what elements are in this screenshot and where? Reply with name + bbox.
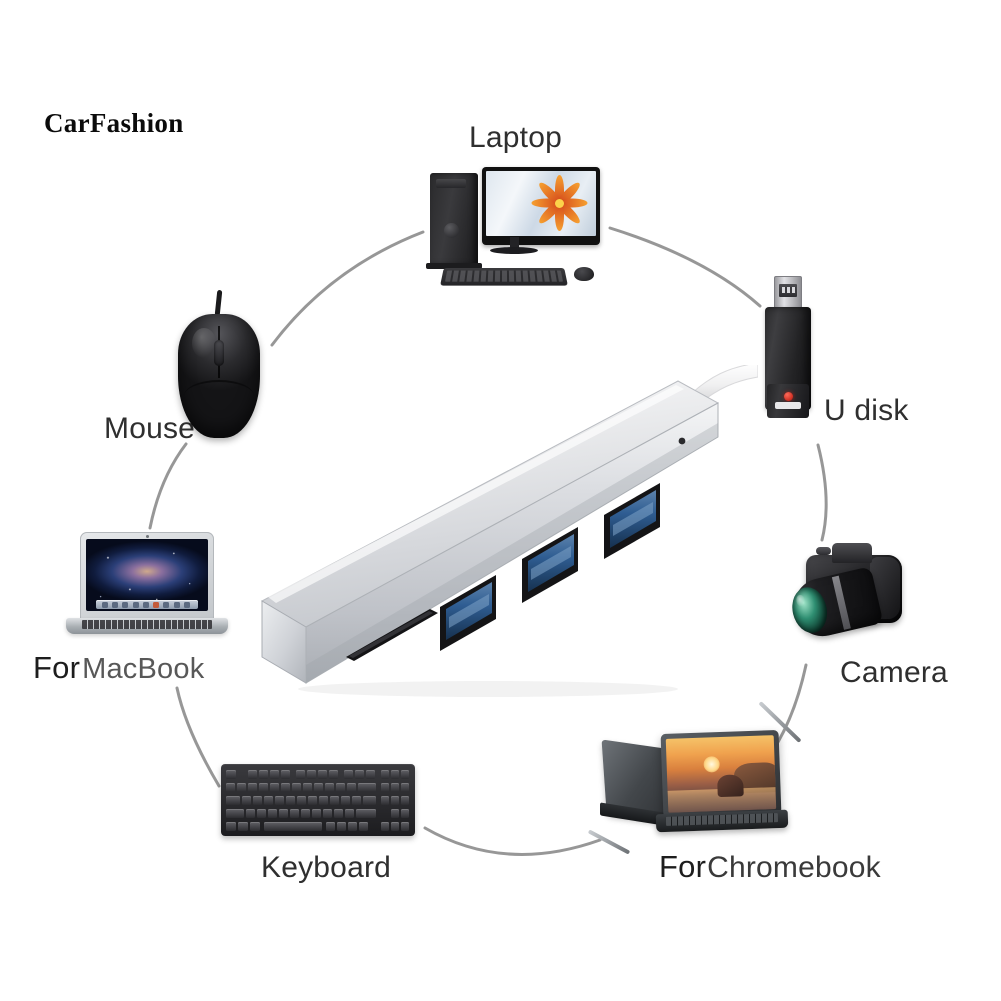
pc-wallpaper-flower <box>531 175 588 232</box>
macbook-webcam-icon <box>145 534 149 538</box>
label-laptop: Laptop <box>469 121 562 154</box>
camera-lens <box>787 566 884 642</box>
label-macbook-name: MacBook <box>82 653 205 685</box>
label-chromebook-prefix: For <box>659 849 707 884</box>
mouse-shell <box>178 314 260 438</box>
label-camera: Camera <box>840 656 948 689</box>
mouse-cable <box>214 289 223 317</box>
label-for-chromebook: ForChromebook <box>659 849 881 885</box>
dslr-camera-icon <box>787 533 916 645</box>
label-for-macbook: ForMacBook <box>33 650 204 686</box>
chromebook-screen <box>665 735 777 813</box>
camera-shutter-button <box>816 547 831 555</box>
pc-keyboard <box>440 267 568 286</box>
camera-viewfinder-hump <box>832 543 872 563</box>
hub-usb-c-cable <box>691 365 758 404</box>
usb-hub-product <box>248 365 758 705</box>
arc-udisk-camera <box>816 443 828 542</box>
computer-mouse-icon <box>178 289 260 438</box>
camera-front-element <box>787 583 832 637</box>
pc-monitor <box>482 167 600 245</box>
chromebook-keyboard <box>665 813 779 826</box>
usb-hub-illustration <box>260 365 758 697</box>
arc-mouse-laptop <box>270 230 425 347</box>
mouse-seam <box>184 380 254 396</box>
mouse-scroll-wheel <box>214 340 224 366</box>
chromebook-stylus-2 <box>587 829 631 855</box>
label-keyboard: Keyboard <box>261 851 392 884</box>
label-chromebook-name: Chromebook <box>707 851 881 884</box>
usb-a-connector <box>774 276 802 310</box>
usb-port-2 <box>522 527 578 603</box>
pc-monitor-foot <box>490 247 538 254</box>
chromebook-lid <box>660 729 782 819</box>
watermark-carfashion: CarFashion <box>44 108 184 138</box>
flash-drive-cap <box>767 384 809 418</box>
arc-keyboard-macbook <box>175 686 221 788</box>
label-macbook-prefix: For <box>33 650 81 685</box>
desktop-computer-icon <box>424 163 604 288</box>
arc-macbook-mouse <box>148 442 188 530</box>
macbook-screen <box>86 539 208 611</box>
macbook-laptop-icon <box>66 532 228 642</box>
pc-monitor-stand <box>510 237 519 249</box>
arc-chromebook-keyboard <box>423 826 602 856</box>
chromebook-base <box>655 809 789 833</box>
macbook-dock <box>95 600 199 609</box>
hub-sd-card-slot <box>346 609 438 661</box>
flash-drive-slot <box>775 402 801 409</box>
pc-tower <box>430 173 478 265</box>
usb-flash-drive-icon <box>765 276 811 422</box>
label-mouse: Mouse <box>104 412 196 445</box>
hub-front-face <box>305 402 719 684</box>
usb-port-3 <box>604 483 660 559</box>
arc-laptop-udisk <box>608 226 762 308</box>
keyboard-plate <box>221 764 415 836</box>
pc-mouse <box>574 267 594 281</box>
hub-led-indicator-icon <box>678 437 686 445</box>
pc-monitor-screen <box>486 171 596 236</box>
macbook-lid <box>80 532 214 620</box>
keyboard-icon <box>221 764 415 836</box>
macbook-keyboard <box>82 620 212 629</box>
chromebook-laptop-icon <box>587 701 810 855</box>
label-u-disk: U disk <box>824 394 909 427</box>
usb-port-1 <box>440 575 496 651</box>
pc-tower-base <box>426 263 482 269</box>
flash-drive-led-icon <box>784 392 793 401</box>
